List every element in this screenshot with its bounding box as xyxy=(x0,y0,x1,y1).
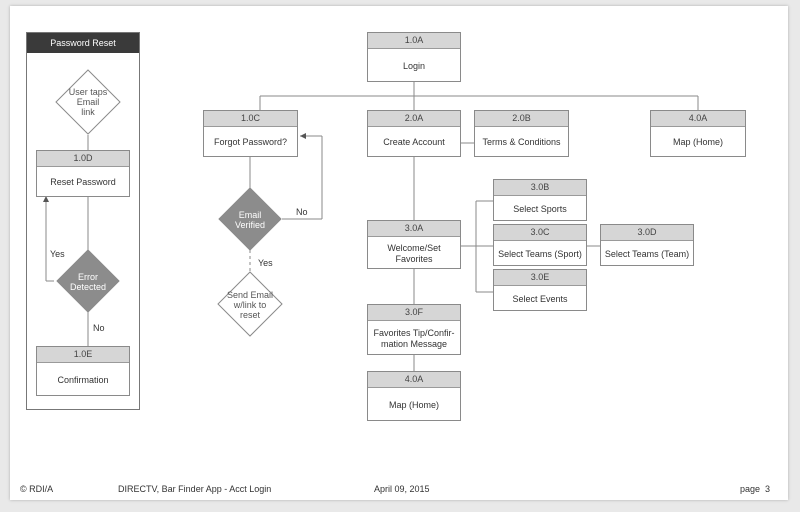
node-label: Select Sports xyxy=(513,203,567,214)
footer-page-label: page xyxy=(740,484,761,494)
footer-project: DIRECTV, Bar Finder App - Acct Login xyxy=(118,484,272,494)
edge-label-yes-left: Yes xyxy=(50,249,65,259)
node-select-teams-sport: 3.0C Select Teams (Sport) xyxy=(493,224,587,266)
node-id: 1.0D xyxy=(37,151,129,167)
edge-label-yes-right: Yes xyxy=(258,258,273,268)
page-sheet: Password Reset User taps Email link Erro… xyxy=(10,6,788,500)
node-id: 1.0A xyxy=(368,33,460,49)
email-verified-text: Email Verified xyxy=(234,210,266,230)
node-id: 4.0A xyxy=(651,111,745,127)
node-id: 3.0C xyxy=(494,225,586,241)
node-confirmation: 1.0E Confirmation xyxy=(36,346,130,396)
node-favorites-tip: 3.0F Favorites Tip/Confir- mation Messag… xyxy=(367,304,461,355)
user-taps-email-diamond xyxy=(55,69,121,135)
node-select-events: 3.0E Select Events xyxy=(493,269,587,311)
panel-title: Password Reset xyxy=(27,33,139,53)
node-label: Select Teams (Team) xyxy=(604,248,690,259)
edge-label-no-left: No xyxy=(93,323,105,333)
node-id: 2.0B xyxy=(475,111,568,127)
node-label: Confirmation xyxy=(57,374,109,385)
node-id: 1.0C xyxy=(204,111,297,127)
user-taps-email-text: User taps Email link xyxy=(68,87,108,117)
node-map-home-bottom: 4.0A Map (Home) xyxy=(367,371,461,421)
node-map-home-top: 4.0A Map (Home) xyxy=(650,110,746,157)
footer-date: April 09, 2015 xyxy=(374,484,430,494)
node-id: 3.0F xyxy=(368,305,460,321)
node-label: Forgot Password? xyxy=(213,137,288,147)
node-id: 2.0A xyxy=(368,111,460,127)
node-id: 4.0A xyxy=(368,372,460,388)
node-terms-conditions: 2.0B Terms & Conditions xyxy=(474,110,569,157)
connector-lines xyxy=(43,69,699,371)
footer-page-number: 3 xyxy=(765,484,771,494)
node-label: Welcome/Set Favorites xyxy=(387,242,441,264)
node-label: Reset Password xyxy=(50,177,116,187)
node-id: 3.0A xyxy=(368,221,460,237)
node-id: 3.0D xyxy=(601,225,693,241)
node-welcome-favorites: 3.0A Welcome/Set Favorites xyxy=(367,220,461,269)
node-label: Map (Home) xyxy=(672,137,723,147)
node-id: 3.0B xyxy=(494,180,586,196)
node-id: 3.0E xyxy=(494,270,586,286)
footer-page: page 3 xyxy=(740,484,770,494)
node-label: Select Events xyxy=(512,293,568,304)
node-label: Terms & Conditions xyxy=(482,137,561,147)
node-select-sports: 3.0B Select Sports xyxy=(493,179,587,221)
node-select-teams-team: 3.0D Select Teams (Team) xyxy=(600,224,694,266)
node-label: Select Teams (Sport) xyxy=(498,248,582,259)
send-email-text: Send Email w/link to reset xyxy=(226,290,274,320)
error-detected-text: Error Detected xyxy=(69,272,107,292)
node-create-account: 2.0A Create Account xyxy=(367,110,461,157)
edge-label-no-right: No xyxy=(296,207,308,217)
node-label: Login xyxy=(402,60,426,71)
password-reset-panel: Password Reset xyxy=(26,32,140,410)
node-label: Create Account xyxy=(383,137,445,147)
error-detected-diamond xyxy=(56,249,120,313)
email-verified-diamond xyxy=(218,187,282,251)
node-reset-password: 1.0D Reset Password xyxy=(36,150,130,197)
node-id: 1.0E xyxy=(37,347,129,363)
node-label: Map (Home) xyxy=(388,399,439,410)
node-forgot-password: 1.0C Forgot Password? xyxy=(203,110,298,157)
send-email-diamond xyxy=(217,271,283,337)
node-login: 1.0A Login xyxy=(367,32,461,82)
footer-copyright: © RDI/A xyxy=(20,484,54,494)
node-label: Favorites Tip/Confir- mation Message xyxy=(373,327,455,349)
